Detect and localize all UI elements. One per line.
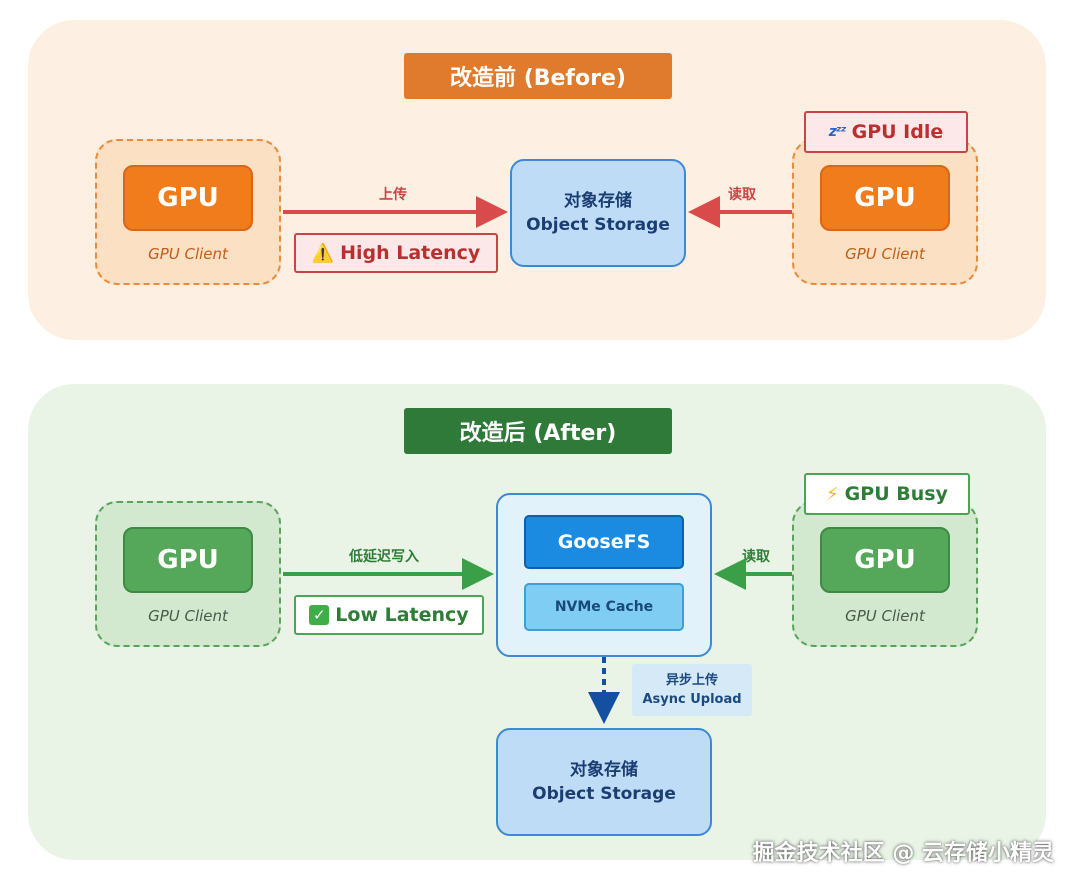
gpu-node: GPU [123,165,253,231]
storage-label-zh: 对象存储 [564,191,632,211]
before-object-storage: 对象存储 Object Storage [510,159,686,267]
check-icon: ✓ [309,605,330,625]
gpu-client-label: GPU Client [845,607,925,625]
upload-label: 上传 [379,187,407,203]
before-right-gpu-client: GPU GPU Client [792,139,978,285]
before-left-gpu-client: GPU GPU Client [95,139,281,285]
after-object-storage: 对象存储 Object Storage [496,728,712,836]
watermark: 掘金技术社区 @ 云存储小精灵 [752,841,1054,866]
low-latency-badge: ✓ Low Latency [294,595,484,635]
low-latency-write-label: 低延迟写入 [349,549,419,565]
after-left-gpu-client: GPU GPU Client [95,501,281,647]
lightning-icon: ⚡ [826,483,839,505]
low-latency-text: Low Latency [335,604,469,626]
async-upload-zh: 异步上传 [665,673,718,688]
nvme-cache-node: NVMe Cache [524,583,684,631]
warning-icon: ⚠️ [311,242,335,264]
high-latency-text: High Latency [340,242,481,264]
storage-label-en: Object Storage [532,784,676,804]
before-title: 改造前 (Before) [404,53,672,99]
goosefs-node: GooseFS [524,515,684,569]
after-read-label: 读取 [742,549,770,565]
storage-label-en: Object Storage [526,215,670,235]
gpu-busy-badge: ⚡ GPU Busy [804,473,970,515]
zzz-icon: zᶻᶻ [828,124,847,140]
gpu-busy-text: GPU Busy [844,483,948,505]
gpu-idle-badge: zᶻᶻ GPU Idle [804,111,968,153]
gpu-node: GPU [123,527,253,593]
gpu-node: GPU [820,527,950,593]
gpu-client-label: GPU Client [148,607,228,625]
gpu-client-label: GPU Client [148,245,228,263]
after-title: 改造后 (After) [404,408,672,454]
async-upload-label: 异步上传 Async Upload [632,664,752,716]
gpu-node: GPU [820,165,950,231]
gpu-idle-text: GPU Idle [851,121,944,143]
high-latency-badge: ⚠️ High Latency [294,233,498,273]
storage-label-zh: 对象存储 [570,760,638,780]
before-read-label: 读取 [728,187,756,203]
async-upload-en: Async Upload [642,692,742,707]
goosefs-cache-box: GooseFS NVMe Cache [496,493,712,657]
gpu-client-label: GPU Client [845,245,925,263]
